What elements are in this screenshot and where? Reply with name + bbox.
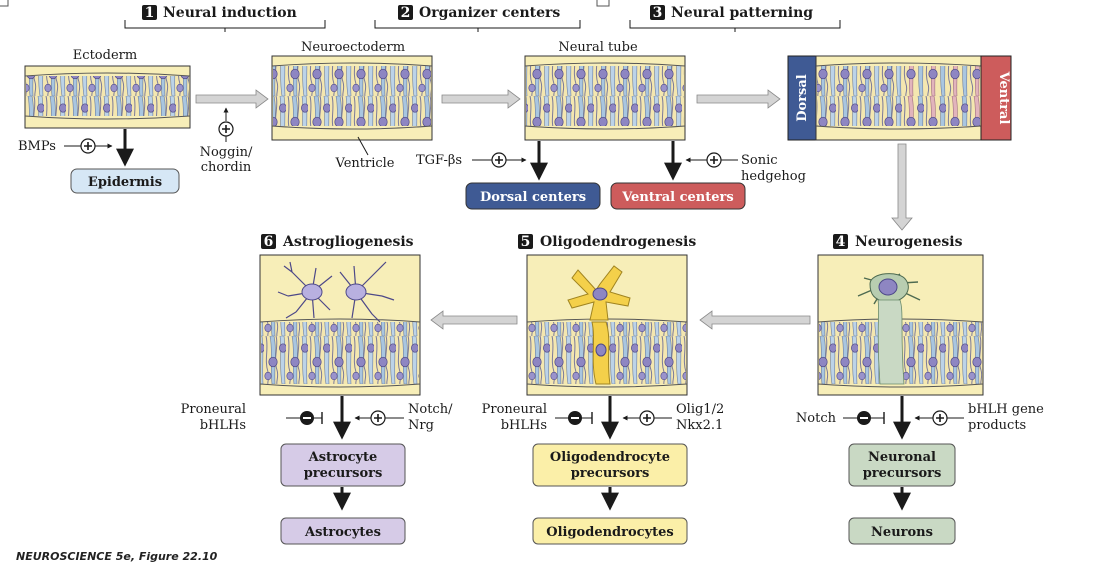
label-bhlh-products: products <box>968 418 1026 433</box>
panel-neurogenesis <box>817 254 984 396</box>
label-ectoderm: Ectoderm <box>73 48 137 63</box>
figure-credit: NEUROSCIENCE 5e, Figure 22.10 <box>16 550 218 563</box>
corner-square-left <box>0 0 9 7</box>
label-oligo-proneural: Proneural <box>482 402 547 417</box>
step-header-5: 5 Oligodendrogenesis <box>518 234 696 250</box>
step-header-6: 6 Astrogliogenesis <box>261 234 414 250</box>
label-neurons: Neurons <box>871 525 933 540</box>
label-astro-proneural: Proneural <box>181 402 246 417</box>
panel-astrogliogenesis <box>259 254 421 396</box>
corner-square-mid <box>596 0 610 7</box>
step-header-2: 2 Organizer centers <box>374 5 581 32</box>
label-ventricle: Ventricle <box>335 156 395 171</box>
oligodendrocyte-precursors-box <box>532 443 688 487</box>
step-title-neurogenesis: Neurogenesis <box>855 234 963 250</box>
step-header-3: 3 Neural patterning <box>629 5 841 32</box>
gray-arrow-3 <box>696 89 781 109</box>
label-astro-nrg: Nrg <box>408 418 434 433</box>
step-number-1: 1 <box>145 5 155 21</box>
gray-arrow-1 <box>195 89 269 109</box>
label-oligo-prec-2: precursors <box>571 466 650 481</box>
label-astrocyte-1: Astrocyte <box>308 450 378 465</box>
label-neuronal-2: precursors <box>863 466 942 481</box>
label-ventral-centers: Ventral centers <box>621 190 733 205</box>
label-bhlh-gene: bHLH gene <box>968 402 1044 417</box>
label-ventral: Ventral <box>996 71 1011 125</box>
label-astrocyte-2: precursors <box>304 466 383 481</box>
oligodendrocytes-box <box>532 517 688 545</box>
label-chordin: chordin <box>201 160 252 175</box>
step-title-neural-patterning: Neural patterning <box>671 5 813 21</box>
step-title-oligodendrogenesis: Oligodendrogenesis <box>540 234 696 250</box>
label-nkx21: Nkx2.1 <box>676 418 723 433</box>
gray-arrow-to-astro <box>430 310 518 330</box>
label-oligodendrocytes: Oligodendrocytes <box>546 525 673 540</box>
label-astrocytes: Astrocytes <box>304 525 381 540</box>
panel-oligodendrogenesis <box>526 254 688 396</box>
tissue-ectoderm <box>24 65 191 129</box>
step-number-5: 5 <box>521 234 531 250</box>
neurons-box <box>848 517 956 545</box>
label-neural-tube: Neural tube <box>558 40 638 55</box>
gray-arrow-2 <box>441 89 521 109</box>
label-bmps: BMPs <box>18 139 56 154</box>
label-astro-notch: Notch/ <box>408 402 453 417</box>
label-dorsal-centers: Dorsal centers <box>480 190 586 205</box>
step-header-1: 1 Neural induction <box>124 5 326 32</box>
epidermis-box <box>70 168 180 194</box>
label-oligo-bhlhs: bHLHs <box>501 418 547 433</box>
step-number-4: 4 <box>836 234 846 250</box>
label-dorsal: Dorsal <box>795 74 810 122</box>
dorsal-centers-box <box>465 182 601 210</box>
label-tgf-betas: TGF-βs <box>416 153 462 168</box>
step-number-2: 2 <box>401 5 411 21</box>
step-header-4: 4 Neurogenesis <box>833 234 963 250</box>
label-neuronal-1: Neuronal <box>868 450 936 465</box>
astrocytes-box <box>280 517 406 545</box>
astrocyte-precursors-box <box>280 443 406 487</box>
label-oligo-prec-1: Oligodendrocyte <box>550 450 670 465</box>
astrocyte-cells <box>277 261 395 323</box>
label-sonic: Sonic <box>741 153 778 168</box>
step-title-neural-induction: Neural induction <box>163 5 297 21</box>
ventral-bar <box>980 55 1012 141</box>
step-title-organizer-centers: Organizer centers <box>419 5 560 21</box>
label-epidermis: Epidermis <box>88 175 162 190</box>
label-astro-bhlhs: bHLHs <box>200 418 246 433</box>
label-neuroectoderm: Neuroectoderm <box>301 40 405 55</box>
step-number-6: 6 <box>264 234 274 250</box>
label-neuro-notch: Notch <box>796 411 837 426</box>
label-noggin: Noggin/ <box>200 145 253 160</box>
gray-arrow-to-oligo <box>699 310 811 330</box>
step-number-3: 3 <box>653 5 663 21</box>
tissue-neuroectoderm <box>271 55 433 141</box>
step-title-astrogliogenesis: Astrogliogenesis <box>282 234 414 250</box>
tissue-neural-tube <box>524 55 686 141</box>
gray-arrow-down <box>891 143 913 231</box>
neuronal-precursors-box <box>848 443 956 487</box>
label-olig12: Olig1/2 <box>676 402 724 417</box>
ventral-centers-box <box>610 182 746 210</box>
tissue-patterned-tube <box>787 55 1012 141</box>
label-hedgehog: hedgehog <box>741 169 806 184</box>
